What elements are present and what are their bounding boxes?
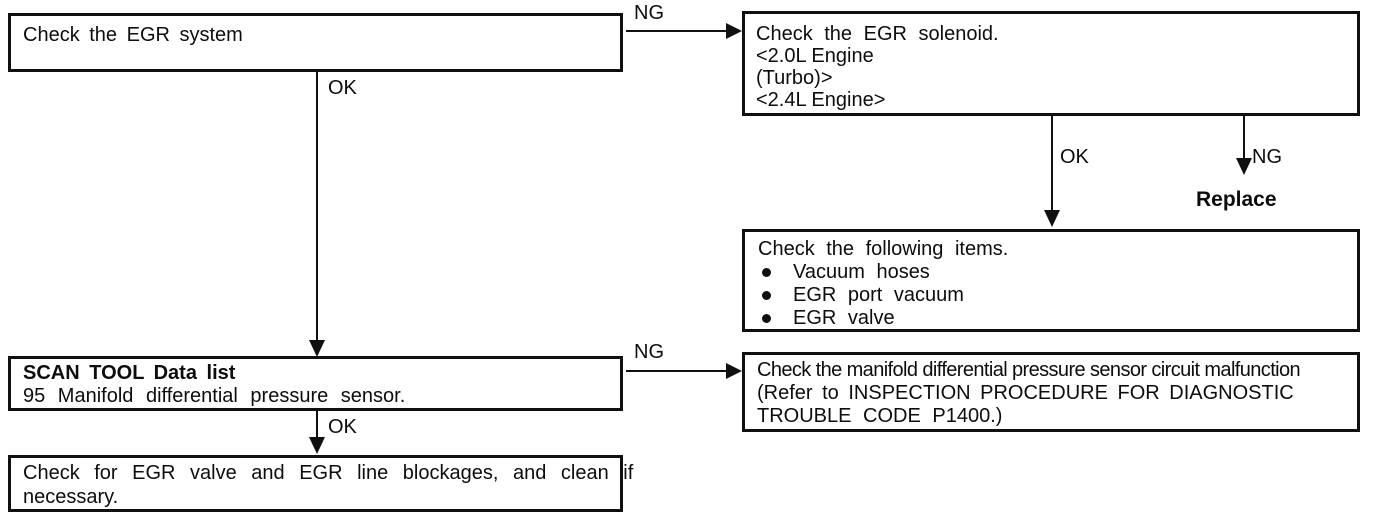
bullet-icon bbox=[762, 291, 771, 300]
node-title: SCAN TOOL Data list bbox=[23, 362, 236, 384]
node-text-line: (Turbo)> bbox=[756, 67, 833, 89]
list-item-label: Vacuum hoses bbox=[793, 261, 930, 283]
node-text: Check the EGR system bbox=[23, 24, 243, 46]
list-item: Vacuum hoses bbox=[758, 261, 1345, 284]
node-manifold-sensor-circuit: Check the manifold differential pressure… bbox=[742, 352, 1360, 432]
list-item: EGR port vacuum bbox=[758, 284, 1345, 307]
connector-solenoid-ok bbox=[1051, 116, 1053, 212]
replace-action-label: Replace bbox=[1196, 188, 1277, 211]
connector-solenoid-ng bbox=[1243, 116, 1245, 160]
edge-label-ng: NG bbox=[634, 341, 664, 363]
arrowhead-down-icon bbox=[309, 437, 325, 454]
list-item-label: EGR valve bbox=[793, 307, 895, 329]
arrowhead-right-icon bbox=[726, 363, 742, 379]
node-check-egr-system: Check the EGR system bbox=[8, 13, 623, 72]
bullet-icon bbox=[762, 268, 771, 277]
edge-label-ok: OK bbox=[1060, 146, 1089, 168]
connector-scan-tool-ng bbox=[626, 370, 726, 372]
edge-label-ng: NG bbox=[1252, 146, 1282, 168]
node-title: Check the following items. bbox=[758, 238, 1009, 260]
connector-egr-system-ok bbox=[316, 72, 318, 342]
list-item-label: EGR port vacuum bbox=[793, 284, 964, 306]
arrowhead-down-icon bbox=[1044, 210, 1060, 227]
arrowhead-right-icon bbox=[726, 23, 742, 39]
node-text-line: Check the EGR solenoid. bbox=[756, 23, 999, 45]
edge-label-ok: OK bbox=[328, 77, 357, 99]
edge-label-ok: OK bbox=[328, 416, 357, 438]
arrowhead-down-icon bbox=[309, 340, 325, 357]
edge-label-ng: NG bbox=[634, 2, 664, 24]
arrowhead-down-icon bbox=[1236, 158, 1252, 175]
node-text-line: <2.0L Engine bbox=[756, 45, 874, 67]
node-check-egr-solenoid: Check the EGR solenoid. <2.0L Engine (Tu… bbox=[742, 11, 1360, 116]
node-text-line: Check for EGR valve and EGR line blockag… bbox=[23, 462, 634, 484]
connector-egr-system-ng bbox=[626, 30, 726, 32]
node-scan-tool-data-list: SCAN TOOL Data list 95 Manifold differen… bbox=[8, 356, 623, 411]
node-text-line: 95 Manifold differential pressure sensor… bbox=[23, 385, 406, 407]
connector-scan-tool-ok bbox=[316, 411, 318, 439]
node-check-following-items: Check the following items. Vacuum hoses … bbox=[742, 229, 1360, 332]
node-egr-blockages: Check for EGR valve and EGR line blockag… bbox=[8, 455, 634, 512]
node-text-line: necessary. bbox=[23, 486, 119, 508]
bullet-icon bbox=[762, 314, 771, 323]
node-text-line: Check the manifold differential pressure… bbox=[757, 359, 1301, 381]
node-text-line: TROUBLE CODE P1400.) bbox=[757, 405, 1003, 427]
node-text-line: (Refer to INSPECTION PROCEDURE FOR DIAGN… bbox=[757, 382, 1294, 404]
list-item: EGR valve bbox=[758, 307, 1345, 330]
node-text-line: <2.4L Engine> bbox=[756, 89, 886, 111]
